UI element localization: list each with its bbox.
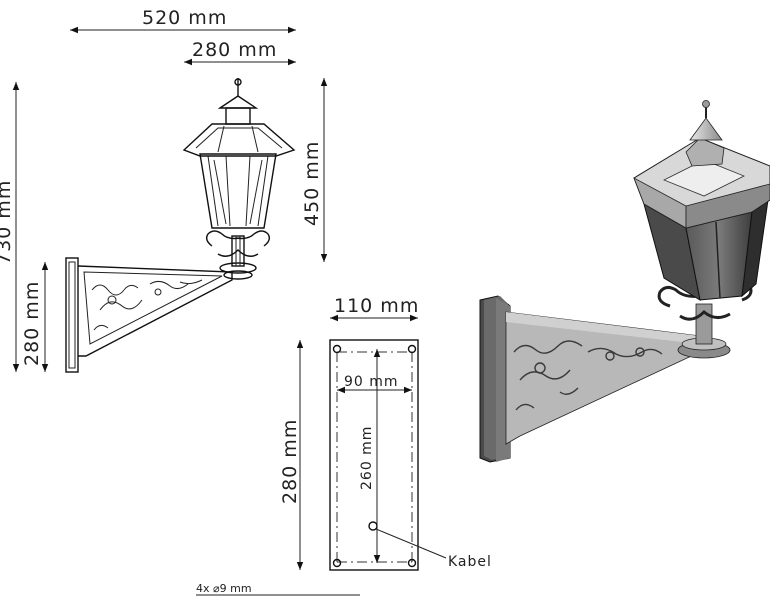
label-plate-width: 110 mm bbox=[334, 295, 419, 317]
dimension-plate-width: 110 mm bbox=[330, 295, 419, 322]
dimension-hole-spacing-x: 90 mm bbox=[337, 374, 412, 394]
dimension-plate-height: 280 mm bbox=[279, 340, 304, 570]
label-bracket-height: 280 mm bbox=[21, 281, 43, 366]
dimension-bracket-height: 280 mm bbox=[21, 262, 49, 372]
label-hole-spacing-y: 260 mm bbox=[359, 426, 375, 490]
label-hole-spacing-x: 90 mm bbox=[344, 374, 399, 390]
dimension-overall-height: 730 mm bbox=[0, 82, 20, 372]
label-lantern-width: 280 mm bbox=[192, 39, 277, 61]
wall-plate-detail: 110 mm 280 mm 90 mm 260 mm bbox=[196, 295, 492, 596]
plate-outline bbox=[329, 339, 419, 571]
dimension-hole-diameter: 4x ⌀9 mm bbox=[196, 582, 360, 596]
dimension-lantern-height: 450 mm bbox=[301, 78, 328, 262]
cable-hole bbox=[368, 521, 378, 531]
label-overall-height: 730 mm bbox=[0, 180, 15, 265]
dimension-lantern-width: 280 mm bbox=[184, 39, 296, 66]
side-elevation-view: 520 mm 280 mm 730 mm 280 mm 450 mm bbox=[0, 7, 328, 373]
label-lantern-height: 450 mm bbox=[301, 141, 323, 226]
label-overall-width: 520 mm bbox=[142, 7, 227, 29]
dimension-overall-width: 520 mm bbox=[70, 7, 296, 34]
label-cable: Kabel bbox=[448, 554, 492, 570]
render-bracket-ornament bbox=[513, 340, 663, 411]
lantern-3d-render bbox=[479, 100, 770, 463]
label-plate-height: 280 mm bbox=[279, 419, 301, 504]
mounting-holes bbox=[332, 344, 417, 568]
label-hole-diameter: 4x ⌀9 mm bbox=[196, 582, 252, 595]
bracket-ornament bbox=[91, 279, 203, 331]
